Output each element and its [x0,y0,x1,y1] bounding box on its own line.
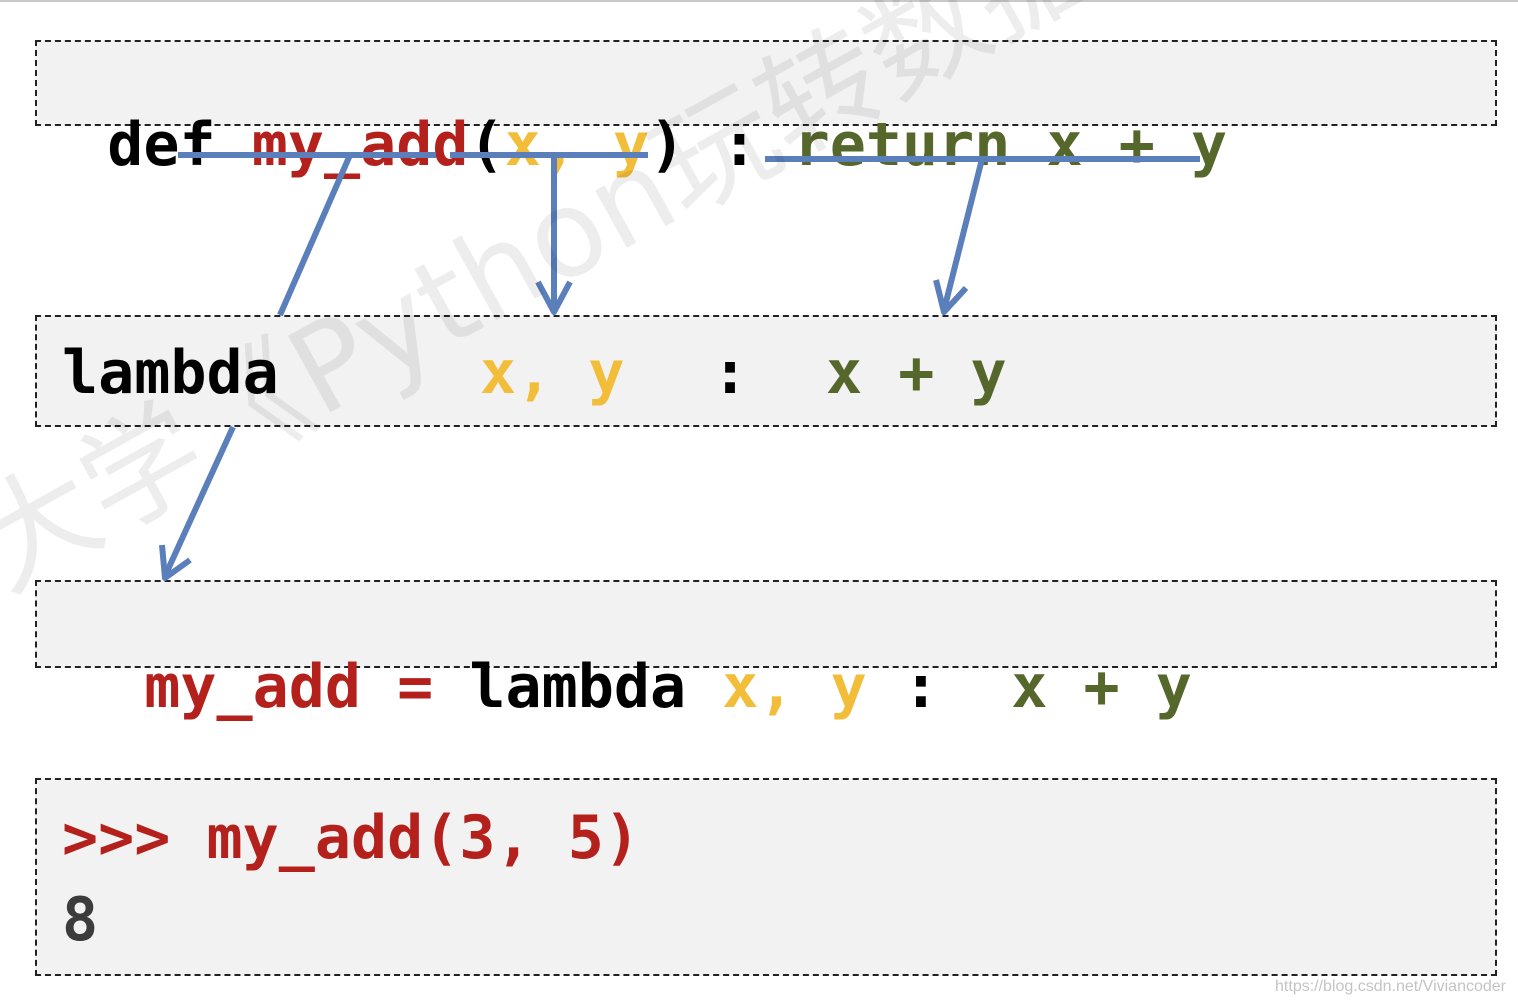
return-expression: return x + y [793,110,1228,180]
lambda-code-box [35,315,1497,427]
body-arrow-head [933,279,969,315]
assigned-params: x, y [722,652,867,722]
params-arrow-head [535,280,573,315]
source-credit: https://blog.csdn.net/Viviancoder [1275,978,1506,995]
lambda-arrow-shaft [162,425,236,578]
lambda-body: x + y [826,338,1007,408]
assigned-colon: : [866,652,1012,722]
def-keyword: def [107,110,252,180]
repl-box [35,778,1497,976]
assign-operator: = [361,652,470,722]
body-arrow-shaft [941,158,985,311]
assignment-code-line: my_add = lambda x, y : x + y [72,597,1192,717]
def-colon: : [685,110,794,180]
open-paren: ( [468,110,505,180]
lambda-colon: : [712,338,749,408]
function-name: my_add [251,110,469,180]
top-border-line [0,0,1518,2]
close-paren: ) [649,110,686,180]
assignment-code-box [35,580,1497,668]
name-to-lambda-line [277,153,353,317]
def-code-line: def my_add(x, y) : return x + y [35,55,1227,175]
repl-result: 8 [62,885,99,955]
def-code-box [35,40,1497,126]
assigned-name: my_add [144,652,361,722]
assigned-body: x + y [1011,652,1192,722]
lambda-arrow-head [159,544,192,581]
repl-prompt-call: >>> my_add(3, 5) [62,803,640,873]
lambda-params: x, y [480,338,625,408]
function-params: x, y [504,110,650,180]
lambda-keyword: lambda [62,338,279,408]
assigned-lambda-keyword: lambda [469,652,723,722]
